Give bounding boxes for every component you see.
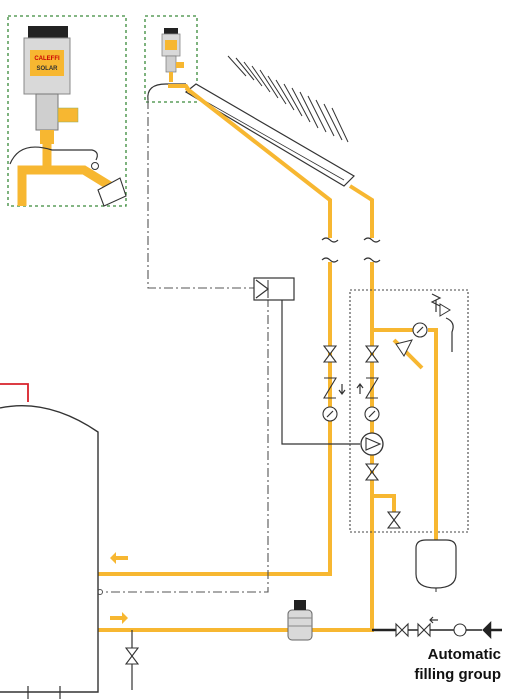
drain-valve [124, 647, 140, 665]
filling-group-caption: Automatic filling group [414, 645, 501, 685]
air-separator [287, 600, 313, 641]
air-vent-detail-box-large: CALEFFI SOLAR [7, 15, 127, 207]
brand-product-label: SOLAR [37, 66, 59, 72]
hot-water-outlet-line [0, 383, 29, 402]
control-signal-lines [97, 100, 269, 595]
caption-line-2: filling group [414, 666, 501, 683]
automatic-filling-group [372, 616, 502, 640]
brand-name-label: CALEFFI [34, 56, 60, 62]
storage-tank [0, 383, 133, 699]
caption-line-1: Automatic [427, 646, 501, 663]
return-line-components [322, 345, 346, 422]
expansion-vessel [415, 539, 457, 592]
flow-line-components [356, 345, 402, 529]
solar-radiation-arrows [227, 55, 349, 143]
solar-controller [253, 277, 295, 301]
controller-pump-cable [281, 300, 360, 445]
air-vent-detail-box-small [144, 15, 198, 103]
safety-group [372, 293, 454, 540]
flow-direction-arrows [110, 552, 128, 624]
solar-collector [184, 83, 355, 187]
